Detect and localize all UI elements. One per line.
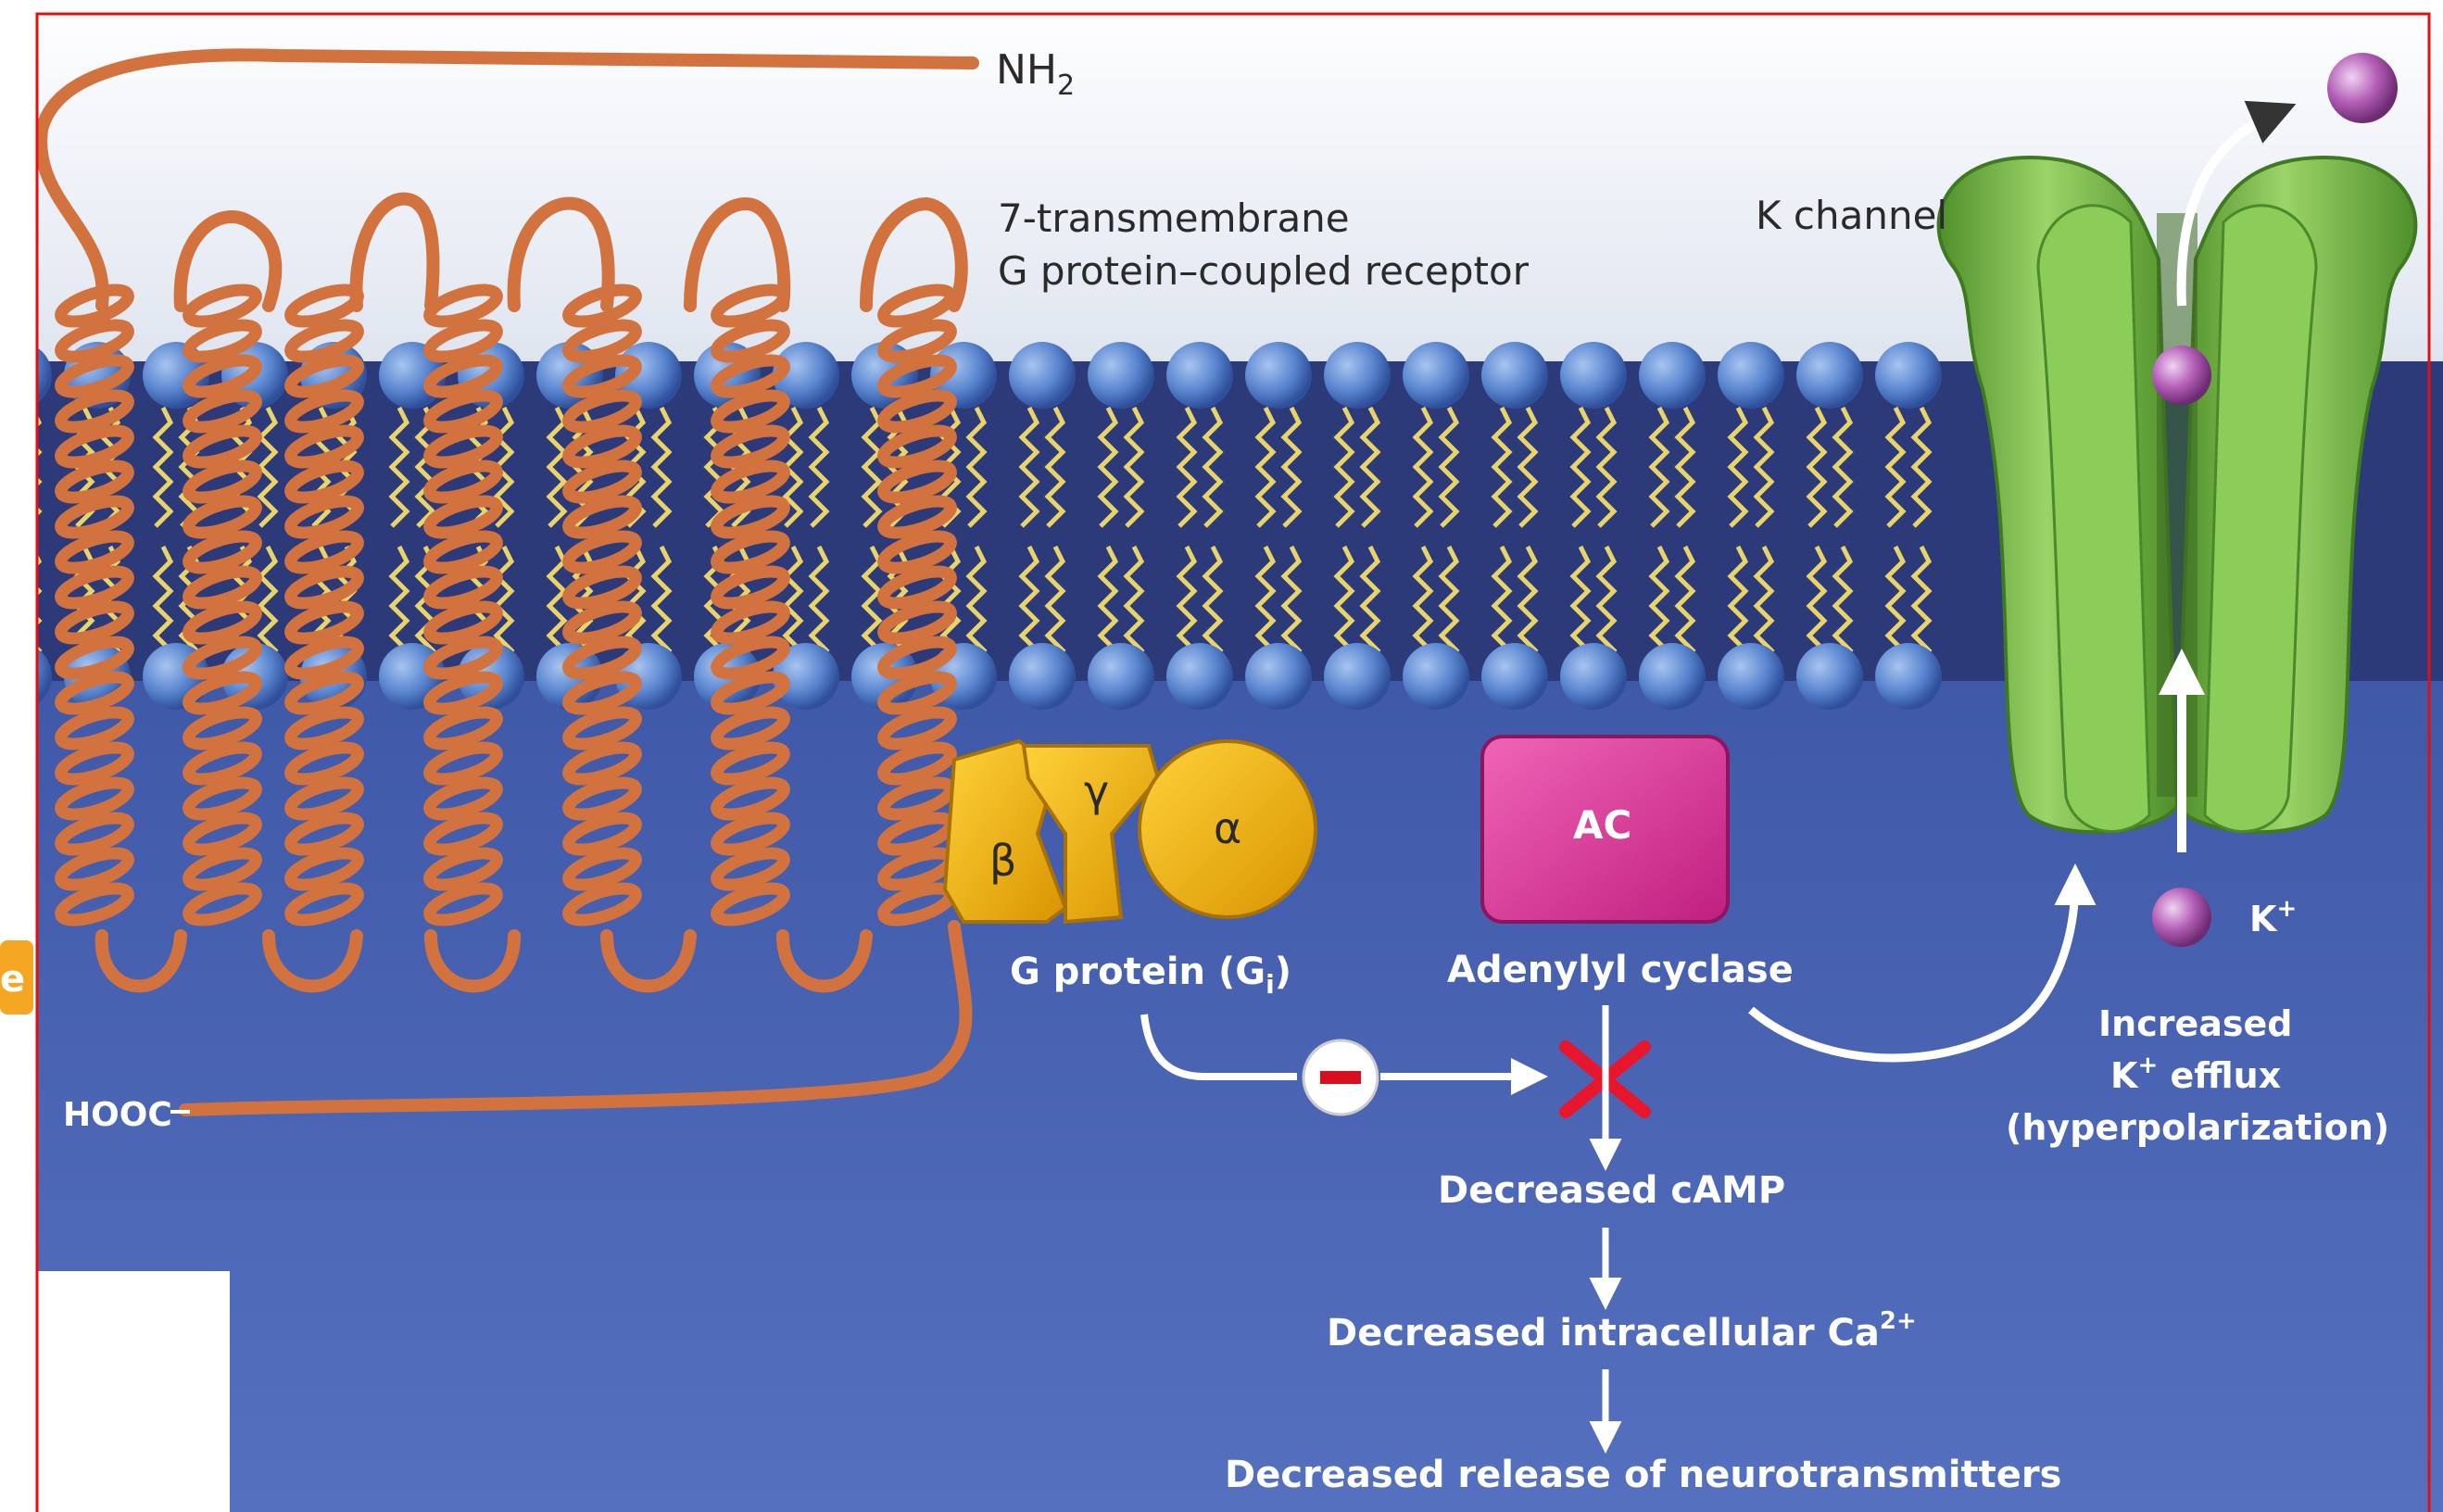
- beta-label: β: [989, 836, 1016, 886]
- efflux-k-text: K: [2110, 1055, 2139, 1096]
- g-protein-text: G protein (G: [1010, 951, 1266, 993]
- efflux-text: efflux: [2158, 1055, 2281, 1096]
- k-channel-label: K channel: [1756, 193, 1947, 238]
- lipid-head: [1875, 342, 1942, 409]
- lipid-head: [1560, 643, 1627, 710]
- lipid-head: [1009, 342, 1076, 409]
- gamma-label: γ: [1084, 766, 1109, 816]
- lipid-head: [1088, 643, 1154, 710]
- lipid-head: [1481, 342, 1548, 409]
- g-protein-label: G protein (Gi): [1010, 951, 1291, 1000]
- alpha-label: α: [1214, 803, 1241, 853]
- potassium-ion-outside: [2327, 53, 2398, 123]
- lipid-head: [1875, 643, 1942, 710]
- efflux-label-line-1: Increased: [2098, 1003, 2292, 1044]
- decreased-ca-superscript: 2+: [1880, 1307, 1917, 1335]
- lipid-head: [1166, 643, 1233, 710]
- edge-tab-label: e: [0, 958, 25, 1001]
- lipid-head: [1560, 342, 1627, 409]
- efflux-label-line-2: K+ efflux: [2110, 1052, 2281, 1096]
- lipid-head: [1166, 342, 1233, 409]
- receptor-label-line-1: 7-transmembrane: [998, 195, 1350, 241]
- lipid-head: [1796, 342, 1863, 409]
- nh2-text: NH: [996, 46, 1057, 94]
- lipid-head: [1718, 342, 1784, 409]
- nh2-subscript: 2: [1057, 69, 1075, 102]
- ac-label: AC: [1573, 802, 1631, 848]
- efflux-label-line-3: (hyperpolarization): [2006, 1107, 2389, 1148]
- left-margin-strip: [0, 0, 37, 1512]
- decreased-ca-text: Decreased intracellular Ca: [1327, 1312, 1880, 1354]
- decreased-ca-label: Decreased intracellular Ca2+: [1327, 1307, 1917, 1354]
- decreased-camp-label: Decreased cAMP: [1438, 1169, 1785, 1212]
- inhibition-minus-sign: [1320, 1071, 1361, 1084]
- adenylyl-cyclase-label: Adenylyl cyclase: [1447, 949, 1794, 991]
- potassium-ion-channel: [2152, 346, 2211, 405]
- lipid-head: [1481, 643, 1548, 710]
- lipid-head: [1796, 643, 1863, 710]
- lipid-head: [1403, 342, 1469, 409]
- k-ion-superscript: +: [2276, 895, 2297, 923]
- lipid-head: [1403, 643, 1469, 710]
- efflux-k-superscript: +: [2137, 1052, 2158, 1079]
- lipid-head: [1639, 342, 1706, 409]
- bottom-left-panel: [37, 1271, 230, 1512]
- lipid-head: [1245, 643, 1312, 710]
- decreased-release-label: Decreased release of neurotransmitters: [1225, 1454, 2061, 1496]
- receptor-label-line-2: G protein–coupled receptor: [998, 248, 1530, 294]
- hooc-label: HOOC: [63, 1096, 172, 1134]
- g-protein-close: ): [1275, 951, 1291, 993]
- lipid-head: [1088, 342, 1154, 409]
- lipid-head: [1245, 342, 1312, 409]
- lipid-head: [1009, 643, 1076, 710]
- g-protein-subscript: i: [1266, 969, 1275, 1000]
- lipid-head: [1324, 643, 1391, 710]
- k-ion-text: K: [2249, 899, 2278, 939]
- lipid-head: [1639, 643, 1706, 710]
- adenylyl-cyclase: AC: [1482, 737, 1728, 922]
- lipid-head: [1718, 643, 1784, 710]
- lipid-head: [1324, 342, 1391, 409]
- potassium-ion-cytoplasm: [2152, 888, 2211, 947]
